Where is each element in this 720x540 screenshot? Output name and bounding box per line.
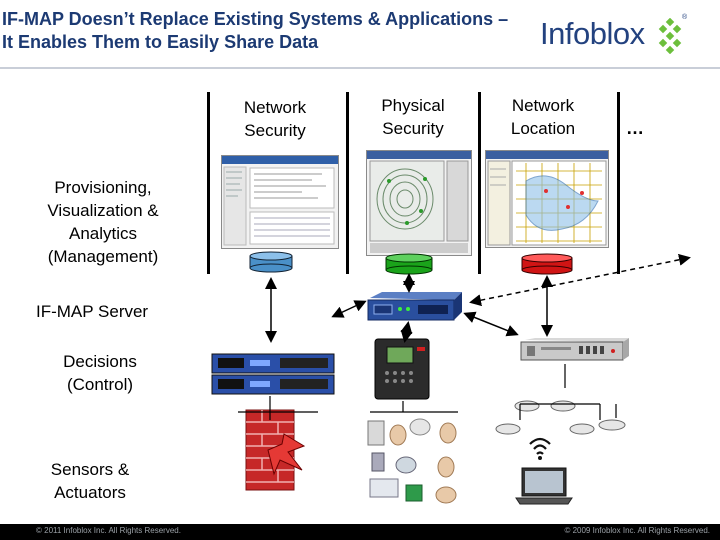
slide-title: IF-MAP Doesn’t Replace Existing Systems …: [2, 9, 509, 52]
arrow-server-to-control-right: [463, 311, 519, 337]
column-separator: [207, 92, 210, 274]
physical-sensors-group: [366, 415, 466, 507]
physical-security-app-screenshot: [366, 150, 472, 256]
column-label-more: …: [626, 118, 644, 138]
arrow-dashed-more-to-server: [469, 253, 691, 307]
column-separator: [346, 92, 349, 274]
access-control-panel: [373, 337, 431, 401]
column-label-network-security: Network Security: [243, 98, 307, 140]
footer-copyright-right: © 2009 Infoblox Inc. All Rights Reserved…: [564, 526, 710, 535]
column-separator: [478, 92, 481, 274]
ifmap-server-appliance: [366, 292, 466, 324]
database-icon-network-security: [249, 251, 293, 273]
column-label-physical-security: Physical Security: [381, 96, 445, 138]
arrow-server-to-control-left: [331, 300, 367, 318]
laptop-icon: [514, 466, 574, 506]
column-label-network-location: Network Location: [510, 96, 576, 138]
database-icon-physical-security: [385, 253, 433, 275]
row-label-management: Provisioning, Visualization & Analytics …: [47, 178, 159, 266]
network-location-appliance: [519, 338, 631, 364]
row-label-control: Decisions (Control): [63, 352, 137, 394]
logo-registered-mark: ®: [682, 14, 688, 21]
header-divider: [0, 67, 720, 69]
logo-wordmark: Infoblox: [540, 16, 645, 51]
database-icon-network-location: [521, 253, 573, 275]
wifi-signal-icon: [528, 436, 552, 462]
row-label-sensors: Sensors & Actuators: [50, 460, 130, 502]
wireless-access-points: [505, 394, 585, 416]
footer-copyright-left: © 2011 Infoblox Inc. All Rights Reserved…: [36, 526, 181, 535]
column-separator: [617, 92, 620, 274]
infoblox-logo: Infoblox ®: [540, 14, 690, 58]
wireless-access-point: [596, 416, 628, 434]
footer-bar: © 2011 Infoblox Inc. All Rights Reserved…: [0, 524, 720, 540]
row-label-ifmap-server: IF-MAP Server: [36, 302, 149, 321]
wireless-access-points-row: [494, 420, 596, 438]
network-security-app-screenshot: [221, 155, 339, 249]
control-appliance-stack: [210, 352, 336, 396]
network-location-app-screenshot: [485, 150, 609, 248]
logo-grid-icon: [658, 18, 682, 54]
firewall-icon: [236, 406, 306, 494]
